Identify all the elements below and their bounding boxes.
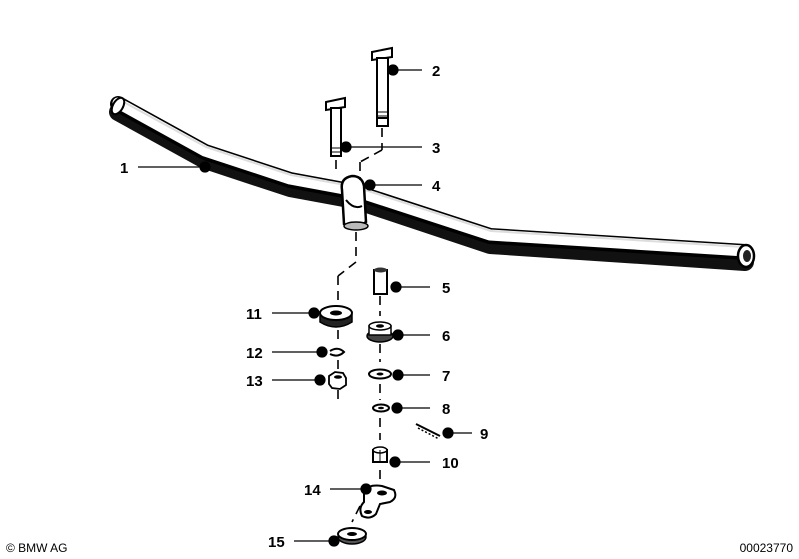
callout-5: 5 [442,280,450,297]
callout-10: 10 [442,455,459,472]
castle-nut [372,446,388,463]
callout-15: 15 [268,534,285,551]
handlebar [109,96,756,271]
washer-small [372,403,390,413]
callout-14: 14 [304,482,321,499]
callout-6: 6 [442,328,450,345]
callout-3: 3 [432,140,440,157]
washer-large [368,368,392,380]
rubber-bushing [366,321,394,343]
spacer-sleeve [373,267,388,295]
callout-11: 11 [246,306,262,323]
bolt-short [325,96,346,157]
assembly-lines [335,128,383,523]
callout-12: 12 [246,345,263,362]
rubber-ring [319,305,353,328]
cotter-pin [415,423,441,440]
spring-washer [329,347,346,357]
hex-nut [328,371,347,390]
document-number: 00023770 [739,541,793,555]
callout-13: 13 [246,373,263,390]
callout-9: 9 [480,426,488,443]
callout-8: 8 [442,401,450,418]
callout-numbers: 1 2 3 4 5 6 7 8 9 10 11 12 13 14 15 [120,63,488,551]
callout-4: 4 [432,178,441,195]
handlebar-clamp [340,174,369,231]
callout-leaders [138,64,472,547]
rubber-washer-bottom [337,527,367,545]
callout-2: 2 [432,63,440,80]
bolt-long [371,46,393,127]
callout-1: 1 [120,160,128,177]
copyright-notice: © BMW AG [6,541,68,555]
callout-7: 7 [442,368,450,385]
